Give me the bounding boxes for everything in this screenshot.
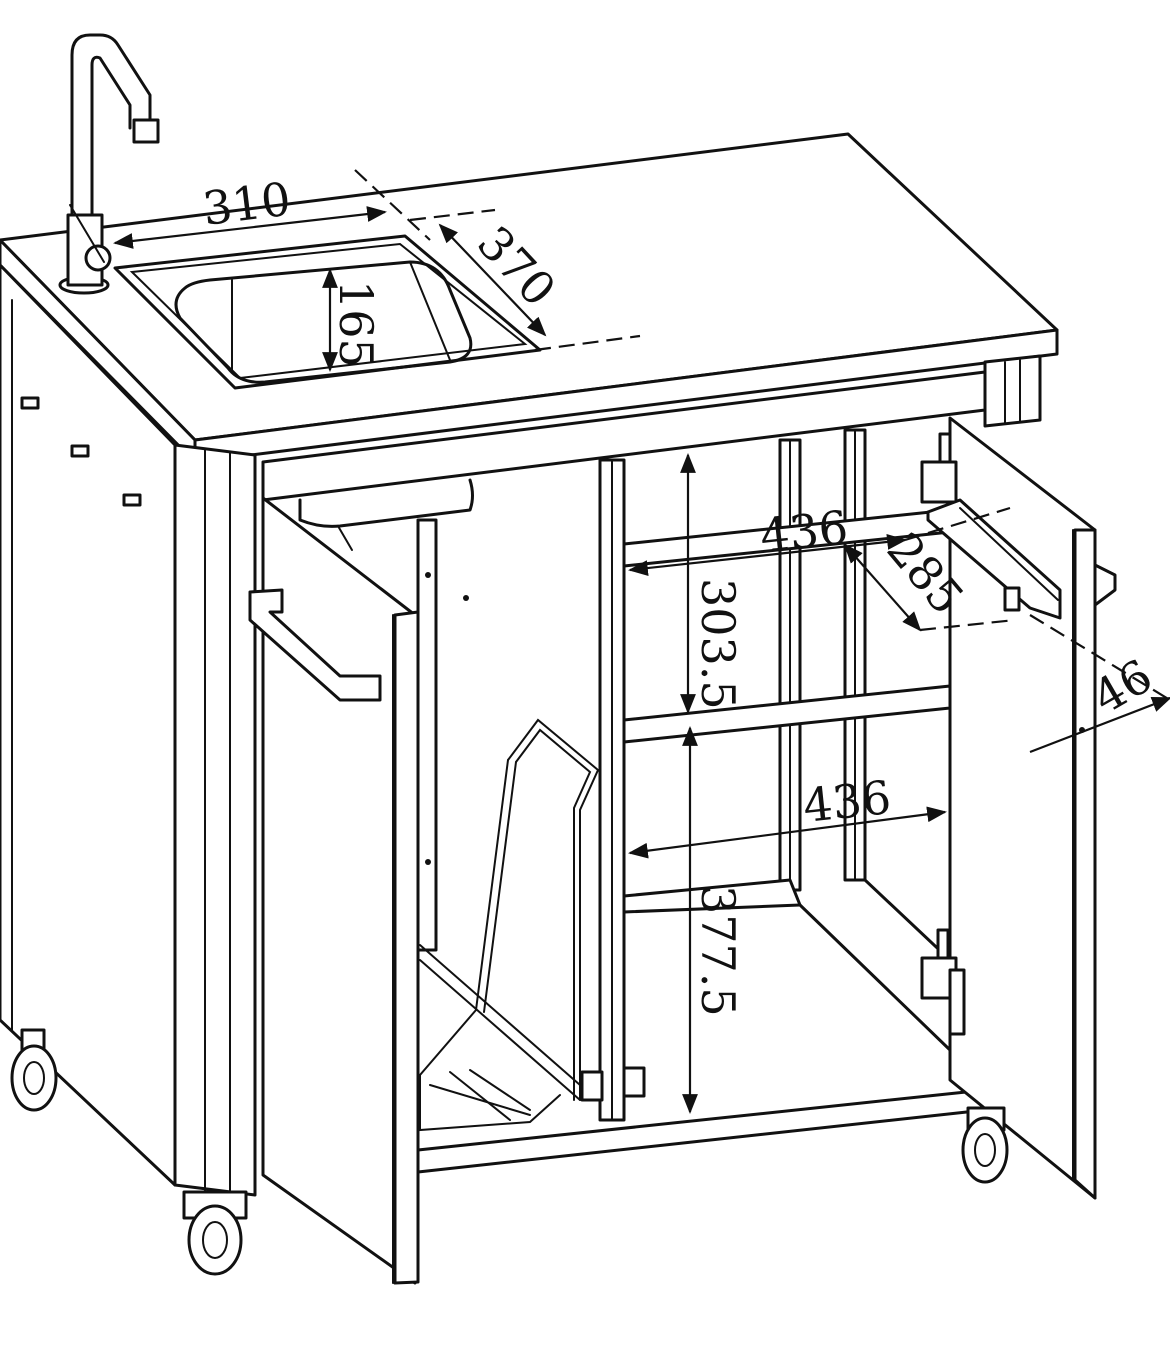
left-door[interactable] — [248, 496, 420, 1285]
dim-sink-height: 165 — [329, 280, 383, 368]
bin-rack-icon — [419, 718, 646, 1132]
dimension-lines — [113, 169, 1170, 1114]
drawer-slide-icon — [926, 498, 1062, 620]
dim-sink-width: 310 — [200, 172, 294, 236]
left-compartment — [416, 518, 469, 952]
left-side-panel — [0, 263, 257, 1197]
right-door[interactable] — [920, 416, 1117, 1200]
dim-lower-clearance: 377.5 — [691, 885, 745, 1017]
hinge-icon — [920, 432, 966, 1036]
faucet-icon — [58, 33, 160, 295]
dim-shelf-width-upper: 436 — [758, 500, 851, 563]
dim-upper-clearance: 303.5 — [691, 578, 745, 710]
towel-bar-icon[interactable] — [248, 588, 382, 702]
caster-wheel-icon — [10, 1028, 1009, 1276]
dim-shelf-width-lower: 436 — [801, 770, 894, 833]
sink-underside — [298, 478, 474, 551]
